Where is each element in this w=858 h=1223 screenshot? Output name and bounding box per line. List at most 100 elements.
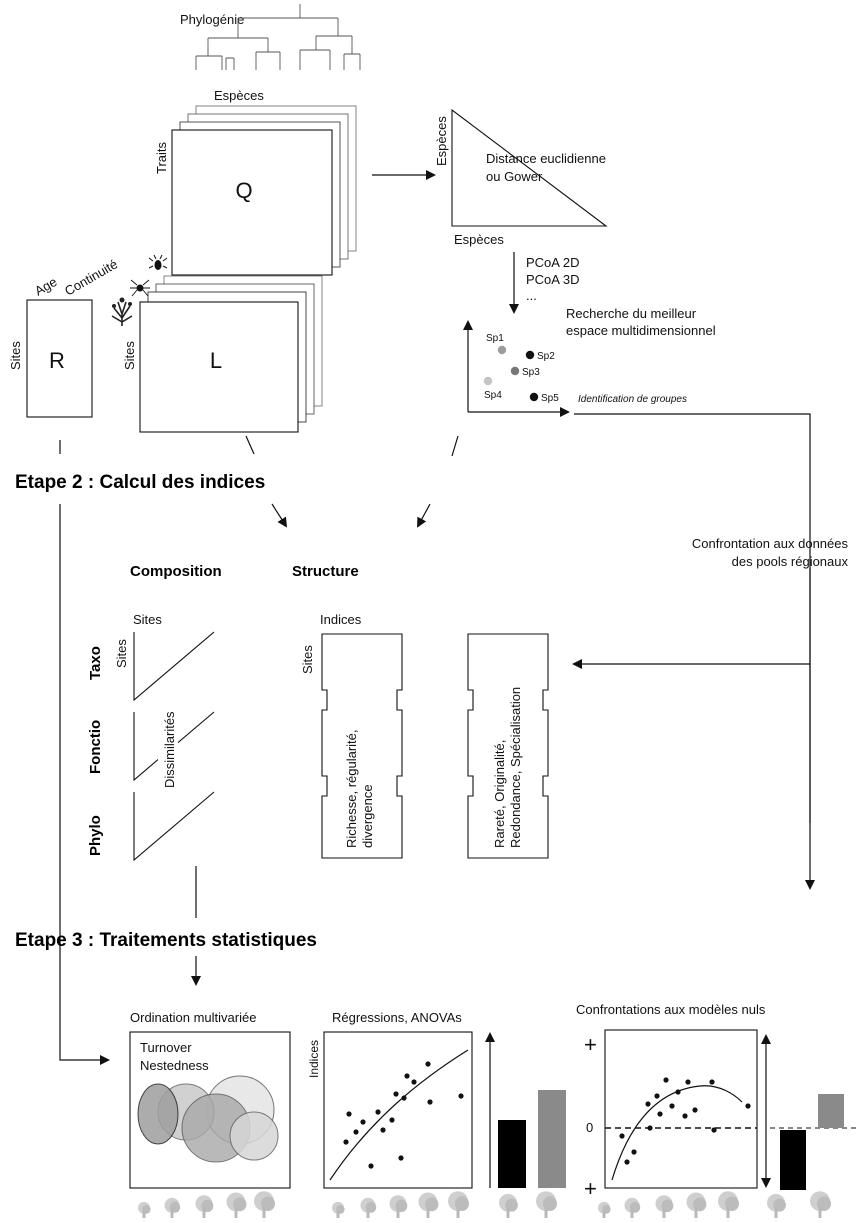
structure-box1-line2: divergence xyxy=(360,784,375,848)
species-label-sp5: Sp5 xyxy=(541,393,559,404)
species-point-sp4 xyxy=(483,376,493,386)
structure-box2-line2: Redondance, Spécialisation xyxy=(508,687,523,848)
pcoa-search-2: espace multidimensionnel xyxy=(566,323,716,338)
composition-panel: Composition Sites Sites Dissimilarités T… xyxy=(87,563,222,862)
q-letter: Q xyxy=(235,178,252,203)
q-species-label: Espèces xyxy=(214,88,264,103)
species-point-sp5 xyxy=(529,392,539,402)
tree-icon xyxy=(810,1191,831,1218)
tree-icon xyxy=(360,1197,377,1218)
species-label-sp1: Sp1 xyxy=(486,333,504,344)
bar-grey xyxy=(538,1090,566,1188)
tree-icon xyxy=(536,1191,557,1218)
tree-icon xyxy=(418,1192,439,1218)
structure-panel: Structure Indices Sites Richesse, régula… xyxy=(292,563,549,859)
tree-icon xyxy=(389,1195,408,1218)
l-sites-label: Sites xyxy=(122,341,137,370)
bar-dark xyxy=(498,1120,526,1188)
confrontation-line-2: des pools régionaux xyxy=(732,554,849,569)
phylo-triangle xyxy=(133,791,215,862)
tree-icon xyxy=(332,1201,345,1218)
tree-icon xyxy=(655,1195,674,1218)
regression-curve xyxy=(329,1049,469,1181)
step3-title: Etape 3 : Traitements statistiques xyxy=(15,930,317,951)
regressions-ylabel: Indices xyxy=(307,1040,321,1078)
null-model-points xyxy=(619,1077,751,1165)
phylogeny-title: Phylogénie xyxy=(180,12,244,27)
species-point-sp3 xyxy=(510,366,520,376)
pcoa-3d: PCoA 3D xyxy=(526,272,579,287)
r-letter: R xyxy=(49,348,65,373)
l-letter: L xyxy=(210,348,222,373)
tree-icon xyxy=(138,1201,151,1218)
structure-box1-line1: Richesse, régularité, xyxy=(344,730,359,849)
taxo-triangle xyxy=(133,631,215,702)
plant-icon xyxy=(111,297,133,326)
tree-icon xyxy=(598,1201,611,1218)
ordination-title: Ordination multivariée xyxy=(130,1010,256,1025)
composition-title: Composition xyxy=(130,563,222,580)
r-matrix: Age Continuité Sites R xyxy=(8,256,120,418)
r-sites-label: Sites xyxy=(8,341,23,370)
distance-matrix: Espèces Espèces Distance euclidienne ou … xyxy=(434,108,608,247)
distance-text-2: ou Gower xyxy=(486,169,543,184)
tree-icon xyxy=(686,1192,707,1218)
species-label-sp3: Sp3 xyxy=(522,367,540,378)
species-label-sp4: Sp4 xyxy=(484,390,502,401)
spider-icon xyxy=(130,279,150,297)
tree-icon xyxy=(624,1197,641,1218)
pcoa-2d: PCoA 2D xyxy=(526,255,579,270)
null-plus-top: + xyxy=(584,1032,597,1057)
null-model-curve xyxy=(611,1085,743,1181)
species-point-sp1 xyxy=(497,345,507,355)
confrontation-line-1: Confrontation aux données xyxy=(692,536,849,551)
tree-icon xyxy=(499,1193,518,1218)
phylogeny-tree: Phylogénie xyxy=(180,4,361,70)
ordination-nestedness: Nestedness xyxy=(140,1058,209,1073)
regressions-panel: Régressions, ANOVAs Indices xyxy=(307,1010,566,1189)
path-pcoa-to-null-models xyxy=(574,413,811,823)
q-traits-label: Traits xyxy=(154,141,169,174)
composition-sites-top: Sites xyxy=(133,612,162,627)
r-continuity-label: Continuité xyxy=(62,256,120,298)
beetle-icon xyxy=(148,254,168,270)
row-label-taxo: Taxo xyxy=(87,646,104,680)
tree-icons xyxy=(138,1191,831,1218)
arrow-to-composition-structure-2 xyxy=(417,503,431,528)
ordination-panel: Ordination multivariée Turnover Nestedne… xyxy=(129,1010,291,1189)
null-plus-bottom: + xyxy=(584,1176,597,1201)
row-label-phylo: Phylo xyxy=(87,815,104,856)
dissimilarity-label: Dissimilarités xyxy=(162,711,177,788)
pcoa-connector-tick xyxy=(451,435,459,457)
pcoa-more: ... xyxy=(526,288,537,303)
composition-sites-side: Sites xyxy=(114,639,129,668)
tree-icon xyxy=(448,1191,469,1218)
ordination-turnover: Turnover xyxy=(140,1040,192,1055)
structure-indices-box xyxy=(321,633,403,859)
l-matrix: Sites L xyxy=(111,254,323,433)
null-zero: 0 xyxy=(586,1120,593,1135)
distance-text-1: Distance euclidienne xyxy=(486,151,606,166)
null-bar-dark xyxy=(780,1130,806,1190)
tree-icon xyxy=(164,1197,181,1218)
null-models-panel: Confrontations aux modèles nuls + 0 + xyxy=(576,1002,858,1201)
q-matrix: Espèces Traits Q xyxy=(154,88,357,276)
tree-icon xyxy=(767,1193,786,1218)
groups-label: Identification de groupes xyxy=(578,394,687,405)
species-point-sp2 xyxy=(525,350,535,360)
structure-title: Structure xyxy=(292,563,359,580)
r-age-label: Age xyxy=(32,274,60,299)
null-models-title: Confrontations aux modèles nuls xyxy=(576,1002,766,1017)
tree-icon xyxy=(195,1195,214,1218)
pcoa-search-1: Recherche du meilleur xyxy=(566,306,697,321)
pcoa-ordination-plot: Sp1 Sp2 Sp3 Sp4 Sp5 Identification de gr… xyxy=(463,320,687,417)
row-label-fonctio: Fonctio xyxy=(87,720,104,774)
step2-title: Etape 2 : Calcul des indices xyxy=(15,472,265,493)
distance-species-side: Espèces xyxy=(434,116,449,166)
structure-box2-line1: Rareté, Originalité, xyxy=(492,740,507,848)
r-to-ordination-line xyxy=(59,504,110,1065)
distance-species-bottom: Espèces xyxy=(454,232,504,247)
arrow-to-composition-structure-1 xyxy=(271,503,288,528)
tree-icon xyxy=(254,1191,275,1218)
